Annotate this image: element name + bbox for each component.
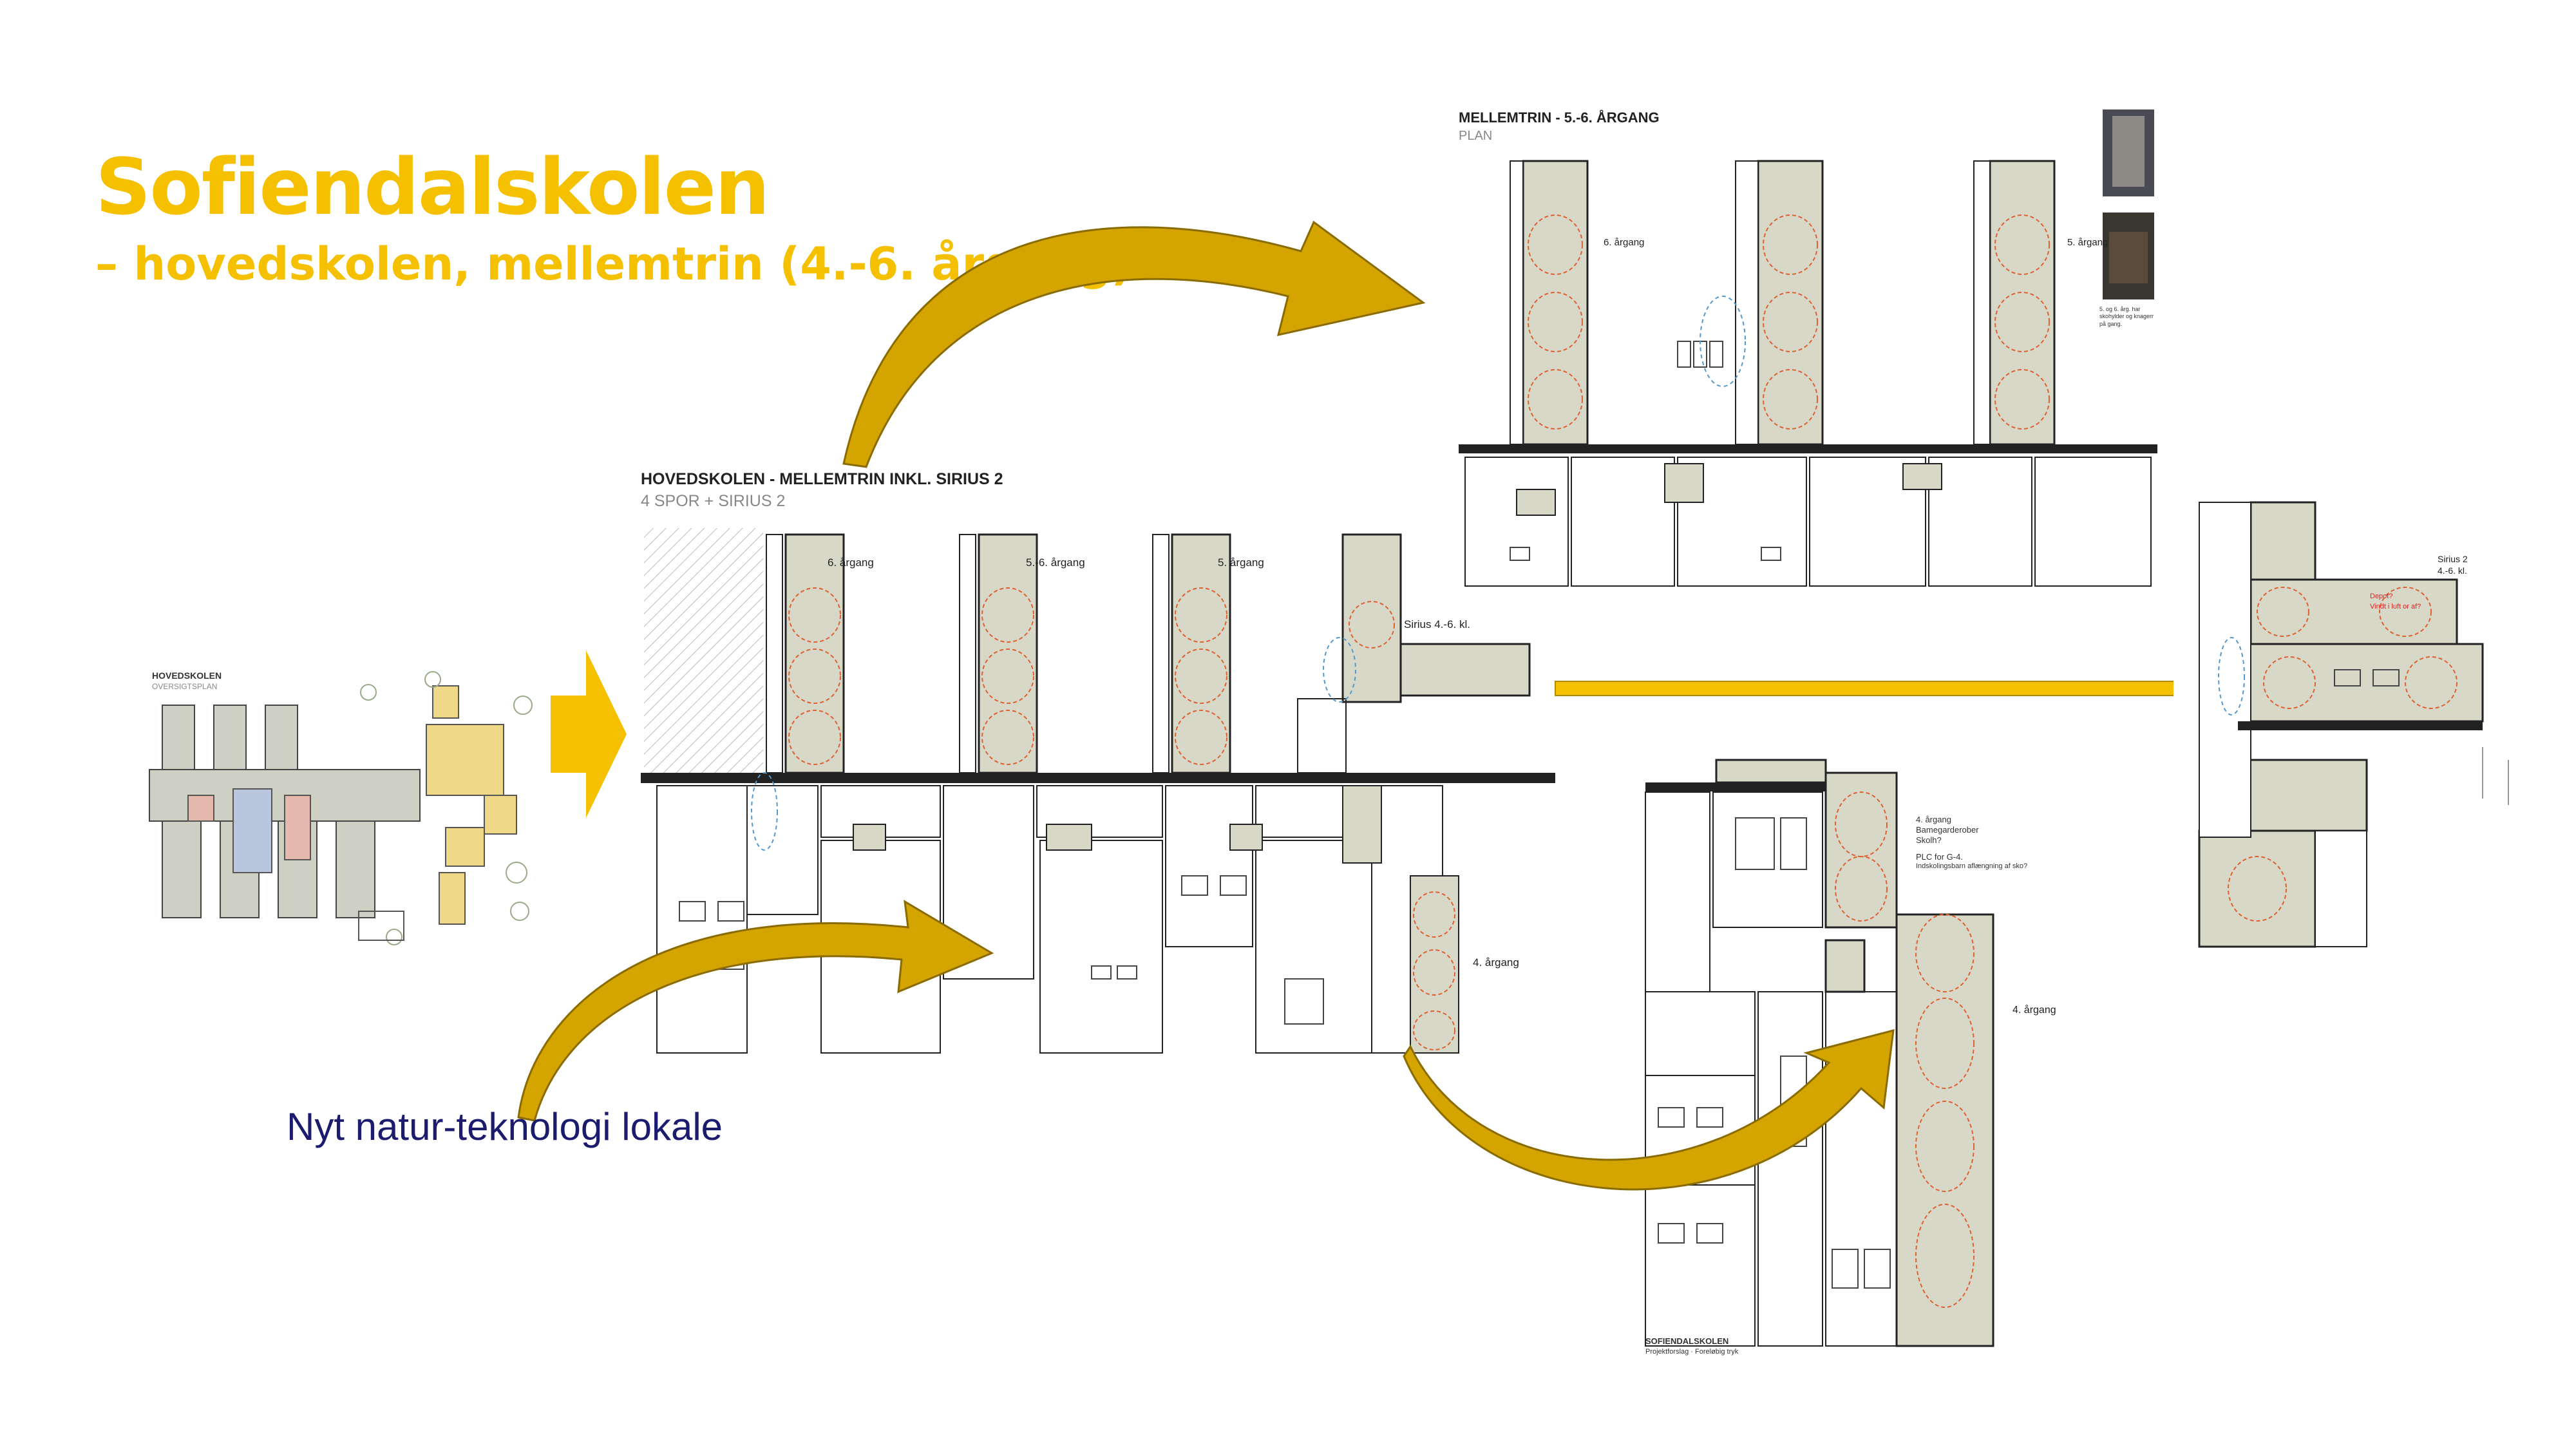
main-plan-title: HOVEDSKOLEN - MELLEMTRIN INKL. SIRIUS 2 bbox=[641, 470, 1003, 488]
overview-plan: HOVEDSKOLEN OVERSIGTSPLAN bbox=[149, 667, 536, 953]
main-plan: HOVEDSKOLEN - MELLEMTRIN INKL. SIRIUS 2 … bbox=[641, 464, 1555, 1063]
slide-subtitle: – hovedskolen, mellemtrin (4.-6. årgang) bbox=[95, 238, 1132, 290]
top-plan-drawing bbox=[1459, 109, 2157, 587]
fourth-label-plc: PLC for G-4. bbox=[1916, 852, 1963, 862]
top-label-6-aargang: 6. årgang bbox=[1604, 237, 1645, 248]
sirius-plan-drawing bbox=[2198, 501, 2509, 948]
overview-plan-drawing bbox=[149, 671, 533, 945]
overview-plan-subtitle: OVERSIGTSPLAN bbox=[152, 682, 218, 691]
big-right-arrow bbox=[551, 650, 627, 818]
main-plan-drawing bbox=[641, 528, 1555, 1054]
fourth-plan-drawing bbox=[1645, 759, 1994, 1347]
right-arrow bbox=[1555, 668, 2240, 708]
fourth-label-4-aargang: 4. årgang bbox=[1916, 815, 1951, 824]
sirius-note-depot: Depot? bbox=[2370, 592, 2393, 600]
main-label-5-aargang: 5. årgang bbox=[1218, 556, 1264, 569]
top-plan: MELLEMTRIN - 5.-6. ÅRGANG PLAN bbox=[1459, 103, 2157, 592]
top-plan-title: MELLEMTRIN - 5.-6. ÅRGANG bbox=[1459, 109, 1660, 126]
top-label-5-aargang: 5. årgang bbox=[2067, 237, 2108, 248]
fourth-label-4-aargang-side: 4. årgang bbox=[2012, 1005, 2056, 1016]
fourth-label-skolh: Skolh? bbox=[1916, 835, 1942, 845]
main-label-6-aargang: 6. årgang bbox=[828, 556, 874, 569]
fourth-footer-subtitle: Projektforslag · Foreløbig tryk bbox=[1645, 1348, 1739, 1356]
sirius-label-4-6-kl: 4.-6. kl. bbox=[2438, 565, 2467, 576]
fourth-footer-title: SOFIENDALSKOLEN bbox=[1645, 1336, 1729, 1346]
top-photo-caption: 5. og 6. årg. har skohylder og knagerr p… bbox=[2099, 306, 2154, 327]
main-label-4-aargang: 4. årgang bbox=[1473, 956, 1519, 969]
caption-natur-teknologi: Nyt natur-teknologi lokale bbox=[287, 1105, 723, 1148]
slide-title: Sofiendalskolen bbox=[95, 143, 770, 232]
main-label-sirius: Sirius 4.-6. kl. bbox=[1404, 618, 1470, 630]
main-label-5-6-aargang: 5.-6. årgang bbox=[1026, 556, 1085, 569]
fourth-plan: 4. årgang Bamegarderober Skolh? PLC for … bbox=[1633, 747, 2083, 1365]
sirius-label-sirius-2: Sirius 2 bbox=[2438, 554, 2468, 564]
overview-plan-title: HOVEDSKOLEN bbox=[152, 670, 222, 681]
main-plan-subtitle: 4 SPOR + SIRIUS 2 bbox=[641, 492, 786, 510]
top-plan-subtitle: PLAN bbox=[1459, 129, 1493, 143]
fourth-label-indskoling: Indskolingsbarn aflængning af sko? bbox=[1916, 862, 2028, 870]
fourth-label-bamegarderober: Bamegarderober bbox=[1916, 825, 1979, 835]
sirius-note-vindt: Vindt i luft or af? bbox=[2370, 603, 2421, 611]
sirius-plan: Sirius 2 4.-6. kl. Depot? Vindt i luft o… bbox=[2174, 477, 2547, 953]
